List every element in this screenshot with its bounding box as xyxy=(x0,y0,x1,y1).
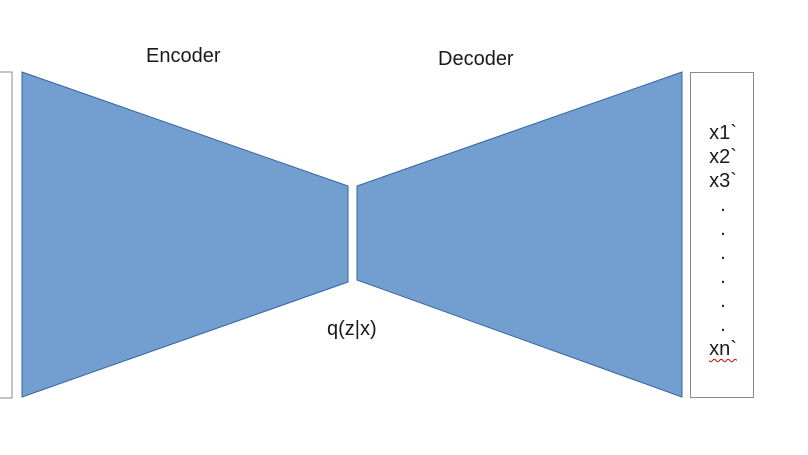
encoder-label: Encoder xyxy=(146,45,221,67)
output-ellipsis-dot: . xyxy=(720,266,726,288)
input-box xyxy=(0,71,13,399)
output-item: x2` xyxy=(709,146,737,168)
output-ellipsis-dot: . xyxy=(720,242,726,264)
output-item: x3` xyxy=(709,170,737,192)
output-box: x1` x2` x3` . . . . . . xn` xyxy=(690,72,754,398)
latent-label: q(z|x) xyxy=(327,318,377,340)
output-item: x1` xyxy=(709,122,737,144)
output-ellipsis-dot: . xyxy=(720,290,726,312)
output-ellipsis-dot: . xyxy=(720,218,726,240)
output-list: x1` x2` x3` . . . . . . xn` xyxy=(691,121,755,361)
decoder-label: Decoder xyxy=(438,48,514,70)
encoder-shape xyxy=(21,71,349,398)
output-ellipsis-dot: . xyxy=(720,194,726,216)
decoder-shape xyxy=(356,71,683,398)
output-item: xn` xyxy=(709,338,737,360)
output-ellipsis-dot: . xyxy=(720,314,726,336)
